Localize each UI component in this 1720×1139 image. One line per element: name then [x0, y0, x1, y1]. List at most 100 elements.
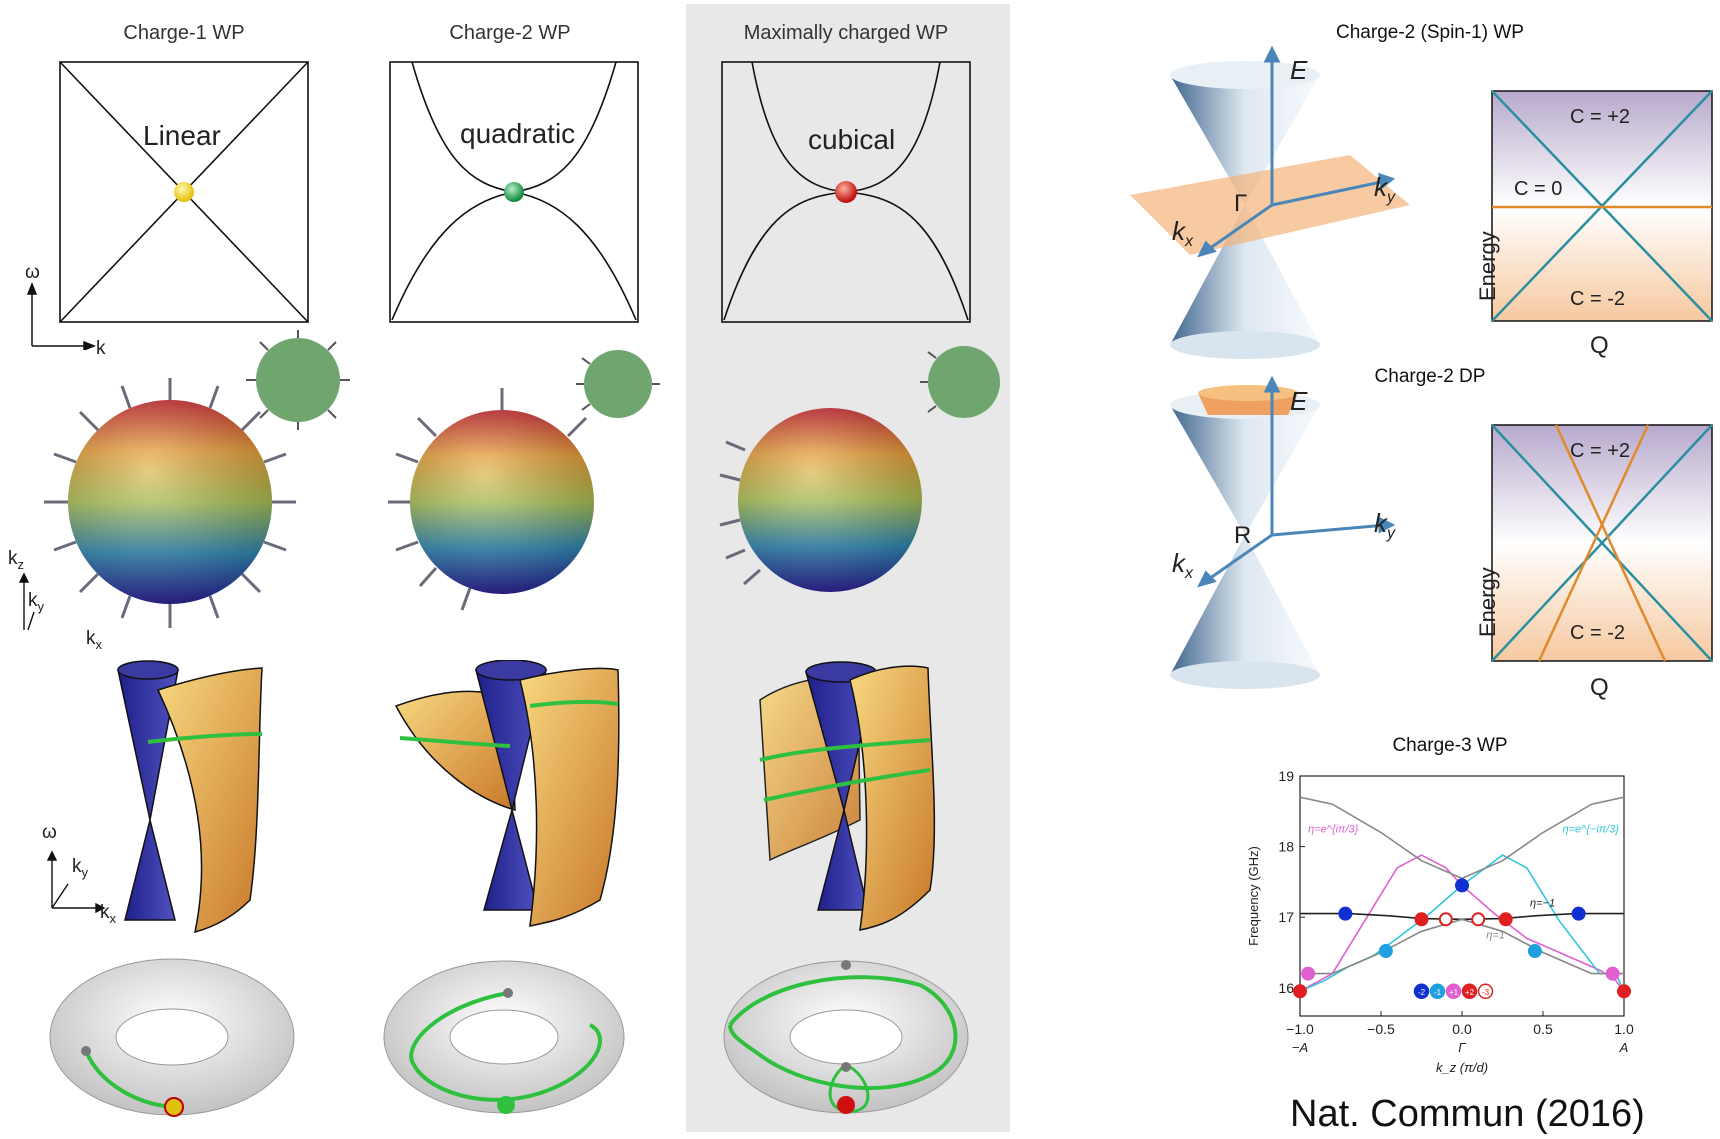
legend-badge-label: -3 — [1482, 988, 1490, 997]
x-tick-label: 0.5 — [1533, 1021, 1553, 1037]
x-sublabel: A — [1619, 1040, 1629, 1055]
torus-row — [49, 958, 969, 1117]
data-marker — [1378, 944, 1393, 959]
panel1-c-mid: C = 0 — [1514, 178, 1563, 200]
label-cubical: cubical — [808, 124, 896, 155]
legend-badge-label: +1 — [1449, 988, 1459, 997]
x-sublabel: Γ — [1458, 1040, 1466, 1055]
axis-kx-3: kx — [100, 902, 116, 926]
cone2-ky: ky — [1374, 508, 1395, 543]
cone1-ky: ky — [1374, 172, 1395, 207]
cone1-E: E — [1290, 55, 1308, 85]
sphere-charge1 — [44, 330, 350, 628]
curve-label: η=e^{iπ/3} — [1308, 823, 1358, 835]
torus-maximal — [723, 960, 969, 1114]
y-tick-label: 18 — [1278, 839, 1294, 855]
x-axis-label: k_z (π/d) — [1436, 1060, 1488, 1075]
data-marker — [1455, 878, 1469, 893]
panel2-ylabel: Energy — [1475, 567, 1500, 637]
omega-k-axes — [26, 281, 97, 350]
surface-maximal — [759, 661, 936, 931]
torus-charge2 — [383, 960, 625, 1114]
panel1-xlabel: Q — [1590, 332, 1609, 359]
legend-badge — [1413, 983, 1430, 1000]
series-line — [1299, 796, 1625, 880]
legend-badge — [1477, 983, 1494, 1000]
legend-badge — [1445, 983, 1462, 1000]
column-title-charge1: Charge-1 WP — [123, 22, 245, 44]
omega-kxy-axes — [46, 850, 106, 914]
data-marker — [1438, 912, 1453, 927]
cones-and-energy — [1130, 45, 1713, 689]
y-axis-label: Frequency (GHz) — [1246, 846, 1261, 946]
curve-label: η=e^{−iπ/3} — [1562, 823, 1619, 835]
energy-panel-1 — [1491, 90, 1713, 322]
x-sublabel: −A — [1292, 1040, 1308, 1055]
surface-charge2 — [394, 660, 620, 927]
x-tick-label: −0.5 — [1367, 1021, 1395, 1037]
weyl-point-yellow — [174, 182, 194, 202]
data-marker — [1571, 906, 1586, 921]
data-marker — [1498, 912, 1513, 927]
panel1-c-bot: C = -2 — [1570, 288, 1626, 310]
legend-badge — [1429, 983, 1446, 1000]
title-charge2-spin1: Charge-2 (Spin-1) WP — [1336, 22, 1524, 43]
panel2-c-bot: C = -2 — [1570, 622, 1626, 644]
y-tick-label: 16 — [1278, 980, 1294, 996]
citation: Nat. Commun (2016) — [1290, 1093, 1645, 1135]
data-marker — [1605, 966, 1620, 981]
curve-label: η=1 — [1486, 929, 1505, 941]
dispersion-row — [26, 61, 971, 350]
data-marker — [1471, 912, 1486, 927]
axis-kx-2: kx — [86, 628, 102, 652]
kxyz-axes — [18, 572, 35, 630]
cone-gamma — [1130, 45, 1410, 359]
y-tick-label: 17 — [1278, 909, 1294, 925]
label-quadratic: quadratic — [460, 118, 576, 149]
surface-charge1 — [117, 660, 263, 934]
curve-label: η=−1 — [1530, 898, 1555, 910]
legend-badge-label: -2 — [1418, 988, 1426, 997]
data-marker — [1338, 906, 1353, 921]
title-charge3-wp: Charge-3 WP — [1392, 735, 1508, 756]
sphere-row — [18, 330, 1000, 630]
surface-row — [46, 660, 936, 934]
weyl-point-green — [504, 182, 524, 202]
cone2-E: E — [1290, 386, 1308, 416]
cone1-kx: kx — [1172, 216, 1193, 251]
column-title-maximal: Maximally charged WP — [743, 22, 949, 44]
data-marker — [1293, 984, 1307, 999]
y-tick-label: 19 — [1278, 768, 1294, 784]
cone1-gamma: Γ — [1234, 190, 1248, 217]
panel1-ylabel: Energy — [1475, 231, 1500, 301]
legend-badge — [1461, 983, 1478, 1000]
cone2-kx: kx — [1172, 548, 1193, 583]
series-line — [1300, 918, 1624, 975]
label-linear: Linear — [143, 120, 221, 151]
panel2-xlabel: Q — [1590, 674, 1609, 701]
column-title-charge2: Charge-2 WP — [449, 22, 571, 44]
torus-charge1 — [49, 958, 295, 1117]
data-marker — [1527, 944, 1542, 959]
axis-omega-3: ω — [42, 822, 57, 843]
sphere-maximal — [719, 346, 1000, 592]
x-tick-label: 0.0 — [1452, 1021, 1472, 1037]
panel2-c-top: C = +2 — [1570, 440, 1631, 462]
data-marker — [1617, 984, 1631, 999]
panel1-c-top: C = +2 — [1570, 106, 1631, 128]
axis-k-1: k — [96, 338, 106, 359]
data-marker — [1301, 966, 1316, 981]
x-tick-label: 1.0 — [1614, 1021, 1634, 1037]
legend-badge-label: -1 — [1434, 988, 1442, 997]
cone-r — [1170, 375, 1396, 689]
legend-badge-label: +2 — [1465, 988, 1475, 997]
axis-ky-2: ky — [28, 590, 44, 614]
data-marker — [1414, 912, 1429, 927]
axis-kz: kz — [8, 548, 24, 572]
weyl-point-red — [835, 181, 857, 203]
energy-panel-2 — [1491, 424, 1713, 662]
title-charge2-dp: Charge-2 DP — [1374, 366, 1486, 387]
cone2-R: R — [1234, 522, 1252, 549]
chart-frame — [1299, 775, 1625, 1017]
